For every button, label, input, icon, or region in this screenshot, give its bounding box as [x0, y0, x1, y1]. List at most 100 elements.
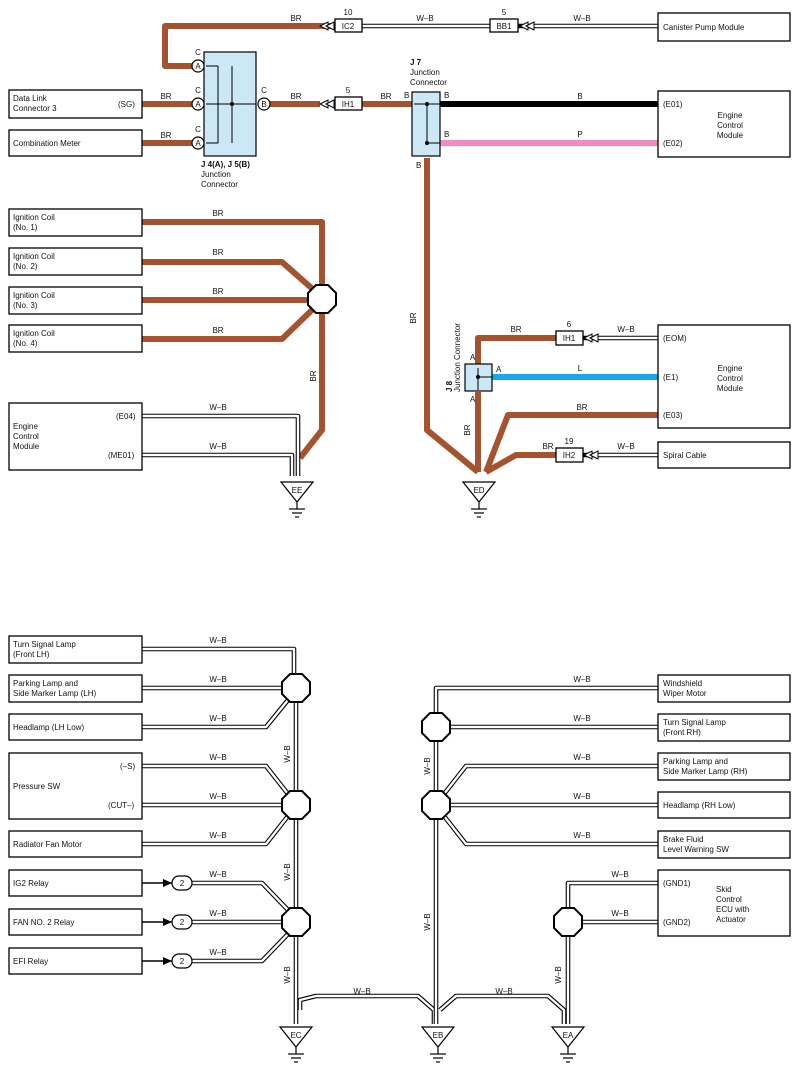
e02-pin-label: (E02)	[663, 139, 683, 148]
ecm-right-label-1: Engine	[718, 364, 743, 373]
skid-label-3: ECU with	[716, 905, 749, 914]
ig2-relay-box: IG2 Relay	[8, 869, 143, 897]
turn-signal-lamp-rh-box: Turn Signal Lamp (Front RH)	[657, 713, 791, 742]
turn-signal-lh-label-1: Turn Signal Lamp	[13, 640, 76, 649]
fan2-relay-label: FAN NO. 2 Relay	[13, 918, 74, 927]
j7-label-2: Junction	[410, 68, 440, 77]
spiral-cable-label: Spiral Cable	[663, 451, 707, 460]
coil3-label-2: (No. 3)	[13, 301, 38, 310]
wire-label-br-ih2: BR	[542, 442, 553, 451]
j7-label-3: Connector	[410, 78, 447, 87]
wb-label-br-4: W–B	[573, 792, 590, 801]
skid-control-ecu-box: (GND1) (GND2) Skid Control ECU with Actu…	[657, 869, 791, 937]
engine-control-module-left-box: Engine Control Module (E04) (ME01)	[8, 402, 143, 471]
j7-pin-b-bottom: B	[416, 161, 421, 170]
ignition-coil-1-box: Ignition Coil (No. 1)	[8, 208, 143, 237]
data-link-connector-box: Data Link Connector 3 (SG)	[8, 89, 143, 119]
ih2-name: IH2	[563, 451, 576, 460]
j4-label: J 4(A), J 5(B)	[201, 160, 250, 169]
j4-label-2: Junction	[201, 170, 231, 179]
parking-rh-label-2: Side Marker Lamp (RH)	[663, 767, 748, 776]
ecm-top-label-3: Module	[717, 131, 744, 140]
junction-connector-j4-j5: A A A B C C C C J 4(A), J 5(B) Junction …	[191, 48, 271, 189]
wire-label-b: B	[577, 92, 582, 101]
fan2-relay-box: FAN NO. 2 Relay	[8, 908, 143, 936]
j8-label-2: Junction Connector	[453, 323, 462, 392]
ecm-right-label-2: Control	[717, 374, 743, 383]
e1-pin-label: (E1)	[663, 373, 678, 382]
wb-label-br-5: W–B	[573, 831, 590, 840]
pin-a-2: A	[195, 100, 201, 109]
skid-label-2: Control	[716, 895, 742, 904]
wire-label-wb-eom: W–B	[617, 325, 634, 334]
combination-meter-box: Combination Meter	[8, 129, 143, 157]
brake-fluid-label-2: Level Warning SW	[663, 845, 729, 854]
wb-label-bl-2: W–B	[209, 675, 226, 684]
wires-top	[142, 23, 658, 475]
canister-pump-module-label: Canister Pump Module	[663, 23, 745, 32]
ih1-name: IH1	[342, 100, 355, 109]
splice-octagon-icon	[281, 790, 311, 820]
connector-bb1: BB1 5	[489, 8, 519, 33]
junction-connector-j8: A A A J 8 Junction Connector	[445, 323, 502, 404]
ih1-mid-num: 6	[567, 320, 572, 329]
pressure-sw-label: Pressure SW	[13, 782, 61, 791]
connector-ic2: IC2 10	[334, 8, 363, 33]
pin-c-1: C	[195, 48, 201, 57]
e01-pin-label: (E01)	[663, 100, 683, 109]
pin-b-out: B	[261, 100, 266, 109]
sg-pin-label: (SG)	[118, 100, 135, 109]
turn-signal-lamp-lh-box: Turn Signal Lamp (Front LH)	[8, 635, 143, 664]
wire-label-br-c5: BR	[309, 370, 318, 381]
windshield-wiper-motor-box: Windshield Wiper Motor	[657, 674, 791, 703]
wiper-label-1: Windshield	[663, 679, 702, 688]
brake-fluid-label-1: Brake Fluid	[663, 835, 703, 844]
ic2-num: 10	[344, 8, 353, 17]
wb-label-br-6: W–B	[611, 870, 628, 879]
wb-label-bl-7: W–B	[209, 870, 226, 879]
wb-label-br-7: W–B	[611, 909, 628, 918]
wires-bottom-right	[433, 685, 658, 1024]
combination-meter-label: Combination Meter	[13, 139, 81, 148]
pin-c-3: C	[195, 125, 201, 134]
wires-ignition	[142, 219, 325, 476]
engine-control-module-top-box: (E01) (E02) Engine Control Module	[657, 90, 791, 158]
wb-label-bl-6: W–B	[209, 831, 226, 840]
ignition-coil-3-box: Ignition Coil (No. 3)	[8, 286, 143, 315]
skid-label-4: Actuator	[716, 915, 746, 924]
wire-label-wb-me01: W–B	[209, 442, 226, 451]
junction-connector-j7: B B B B J 7 Junction Connector	[404, 58, 449, 170]
ground-ea-label: EA	[563, 1031, 574, 1040]
ground-eb-label: EB	[433, 1031, 444, 1040]
parking-lh-label-1: Parking Lamp and	[13, 679, 78, 688]
pin-a-1: A	[195, 62, 201, 71]
data-link-label-1: Data Link	[13, 94, 48, 103]
ih2-num: 19	[565, 437, 574, 446]
ecm-top-label-2: Control	[717, 121, 743, 130]
wire-label-br-1: BR	[290, 14, 301, 23]
bb1-num: 5	[502, 8, 507, 17]
pin-c-4: C	[261, 86, 267, 95]
parking-lamp-lh-box: Parking Lamp and Side Marker Lamp (LH)	[8, 674, 143, 703]
s-pin-label: (–S)	[120, 762, 135, 771]
wb-label-br-v1: W–B	[423, 757, 432, 774]
wire-label-br-j7: BR	[409, 312, 418, 323]
j7-pin-b-right: B	[444, 91, 449, 100]
eom-pin-label: (EOM)	[663, 334, 687, 343]
brake-fluid-box: Brake Fluid Level Warning SW	[657, 830, 791, 859]
wire-label-wb-1: W–B	[416, 14, 433, 23]
headlamp-rh-box: Headlamp (RH Low)	[657, 791, 791, 819]
coil2-label-1: Ignition Coil	[13, 252, 55, 261]
j8-pin-a-right: A	[496, 365, 502, 374]
splice-octagon-icon	[281, 907, 311, 937]
parking-lh-label-2: Side Marker Lamp (LH)	[13, 689, 96, 698]
wire-label-br-c3: BR	[212, 287, 223, 296]
wire-label-br-4: BR	[290, 92, 301, 101]
wb-label-bl-v2: W–B	[283, 863, 292, 880]
splice-octagon-icon	[553, 907, 583, 937]
wb-label-bl-5: W–B	[209, 792, 226, 801]
wb-label-bus-1: W–B	[353, 987, 370, 996]
engine-control-module-right-box: (EOM) (E1) (E03) Engine Control Module	[657, 324, 791, 429]
ig2-relay-label: IG2 Relay	[13, 879, 49, 888]
splice-octagon-icon	[307, 284, 337, 314]
